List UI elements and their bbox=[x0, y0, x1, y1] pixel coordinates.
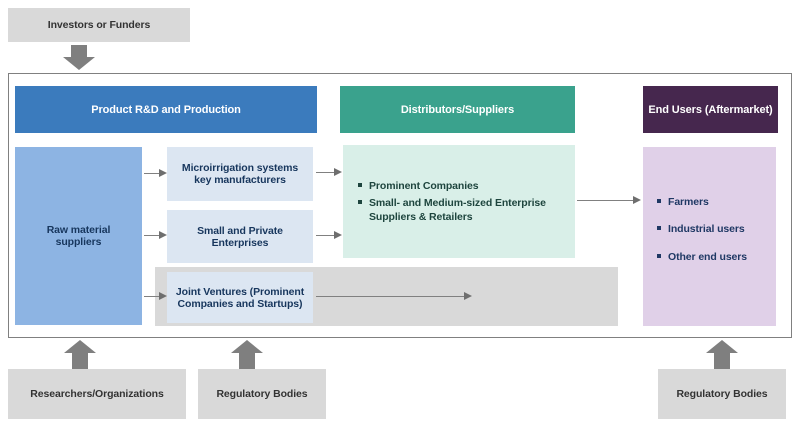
list-item: Industrial users bbox=[657, 222, 770, 236]
header-product-rnd-production: Product R&D and Production bbox=[15, 86, 317, 133]
arrow-joint-ventures-right bbox=[316, 292, 472, 300]
investors-box: Investors or Funders bbox=[8, 8, 190, 42]
researchers-organizations-box: Researchers/Organizations bbox=[8, 369, 186, 419]
arrow-raw-to-enterprises bbox=[144, 231, 167, 239]
header-end-users-aftermarket: End Users (Aftermarket) bbox=[643, 86, 778, 133]
bullet-square-icon bbox=[358, 199, 362, 204]
arrow-distributors-to-end-users bbox=[577, 196, 641, 204]
bullet-square-icon bbox=[358, 182, 362, 187]
arrow-shaft bbox=[714, 352, 730, 369]
distributors-companies-box: Prominent Companies Small- and Medium-si… bbox=[343, 145, 575, 258]
arrow-raw-to-manufacturers bbox=[144, 169, 167, 177]
list-item-label: Prominent Companies bbox=[369, 179, 479, 192]
box-label: Researchers/Organizations bbox=[30, 388, 164, 400]
raw-material-suppliers-box: Raw material suppliers bbox=[15, 147, 142, 325]
arrow-shaft bbox=[72, 352, 88, 369]
list-item-label: Farmers bbox=[668, 196, 709, 209]
list-item: Prominent Companies bbox=[358, 179, 565, 193]
header-distributors-suppliers: Distributors/Suppliers bbox=[340, 86, 575, 133]
list-item: Farmers bbox=[657, 195, 770, 209]
list-item-label: Industrial users bbox=[668, 223, 745, 236]
list-item-label: Small- and Medium-sized Enterprise Suppl… bbox=[369, 196, 546, 224]
bullet-square-icon bbox=[657, 226, 661, 231]
arrow-head bbox=[64, 340, 96, 353]
end-users-box: Farmers Industrial users Other end users bbox=[643, 147, 776, 326]
box-label: Microirrigation systems key manufacturer… bbox=[181, 162, 299, 186]
header-label: Distributors/Suppliers bbox=[400, 103, 515, 116]
bullet-square-icon bbox=[657, 253, 661, 258]
arrow-manufacturers-to-distributors bbox=[316, 168, 342, 176]
investors-label: Investors or Funders bbox=[47, 19, 151, 31]
small-private-enterprises-box: Small and Private Enterprises bbox=[167, 210, 313, 263]
box-label: Raw material suppliers bbox=[46, 224, 111, 248]
box-label: Regulatory Bodies bbox=[216, 388, 308, 400]
arrow-raw-to-joint-ventures bbox=[144, 292, 167, 300]
box-label: Regulatory Bodies bbox=[676, 388, 768, 400]
arrow-shaft bbox=[71, 45, 87, 58]
arrow-enterprises-to-distributors bbox=[316, 231, 342, 239]
arrow-head bbox=[63, 57, 95, 70]
header-label: Product R&D and Production bbox=[91, 103, 241, 116]
regulatory-bodies-left-box: Regulatory Bodies bbox=[198, 369, 326, 419]
list-item-label: Other end users bbox=[668, 250, 748, 263]
microirrigation-manufacturers-box: Microirrigation systems key manufacturer… bbox=[167, 147, 313, 201]
arrow-head bbox=[231, 340, 263, 353]
arrow-shaft bbox=[239, 352, 255, 369]
regulatory-bodies-right-box: Regulatory Bodies bbox=[658, 369, 786, 419]
joint-ventures-box: Joint Ventures (Prominent Companies and … bbox=[167, 272, 313, 323]
box-label: Small and Private Enterprises bbox=[197, 224, 283, 249]
list-item: Other end users bbox=[657, 250, 770, 264]
header-label: End Users (Aftermarket) bbox=[648, 103, 773, 116]
list-item: Small- and Medium-sized Enterprise Suppl… bbox=[358, 196, 565, 224]
bullet-square-icon bbox=[657, 199, 661, 204]
box-label: Joint Ventures (Prominent Companies and … bbox=[175, 285, 305, 310]
arrow-head bbox=[706, 340, 738, 353]
